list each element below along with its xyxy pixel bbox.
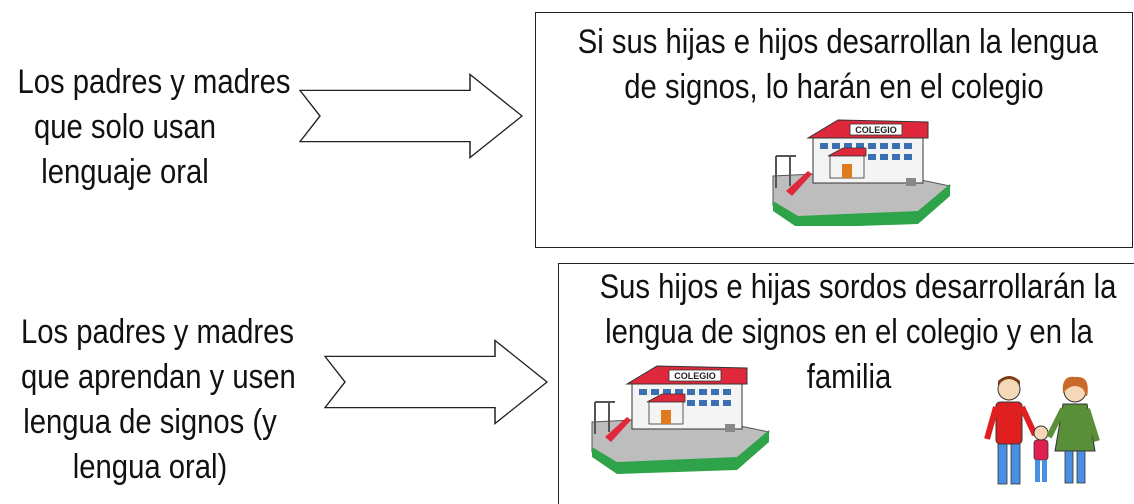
- school-icon-2: COLEGIO: [591, 365, 771, 474]
- school-icon: COLEGIO: [772, 119, 952, 226]
- school-sign-text: COLEGIO: [674, 371, 716, 381]
- family-icon: [984, 376, 1100, 485]
- outcome-line: lengua de signos en el colegio y en la: [605, 313, 1093, 351]
- arrow-right-1: [298, 72, 524, 160]
- label-line: que solo usan: [33, 108, 217, 146]
- label-line: lengua de signos (y: [23, 403, 277, 441]
- school-sign-text: COLEGIO: [855, 125, 897, 135]
- parents-sign-label: Los padres y madres que aprendan y usen …: [21, 310, 296, 490]
- outcome-box-2: Sus hijos e hijas sordos desarrollarán l…: [558, 263, 1134, 504]
- label-line: Los padres y madres: [21, 313, 295, 351]
- outcome-text-1: Si sus hijas e hijos desarrollan la leng…: [577, 20, 1098, 110]
- outcome-line: Si sus hijas e hijos desarrollan la leng…: [577, 23, 1098, 61]
- parents-oral-label: Los padres y madres que solo usan lengua…: [17, 60, 291, 195]
- outcome-text-2: Sus hijos e hijas sordos desarrollarán l…: [599, 265, 1117, 400]
- label-line: Los padres y madres: [17, 63, 291, 101]
- label-line: lenguaje oral: [41, 153, 209, 191]
- label-line: que aprendan y usen: [21, 358, 296, 396]
- outcome-line: Sus hijos e hijas sordos desarrollarán l…: [599, 268, 1117, 306]
- label-line: lengua oral): [72, 448, 228, 486]
- outcome-box-1: Si sus hijas e hijos desarrollan la leng…: [535, 12, 1133, 248]
- outcome-line: familia: [806, 358, 892, 396]
- arrow-right-2: [323, 338, 549, 426]
- outcome-line: de signos, lo harán en el colegio: [624, 68, 1044, 106]
